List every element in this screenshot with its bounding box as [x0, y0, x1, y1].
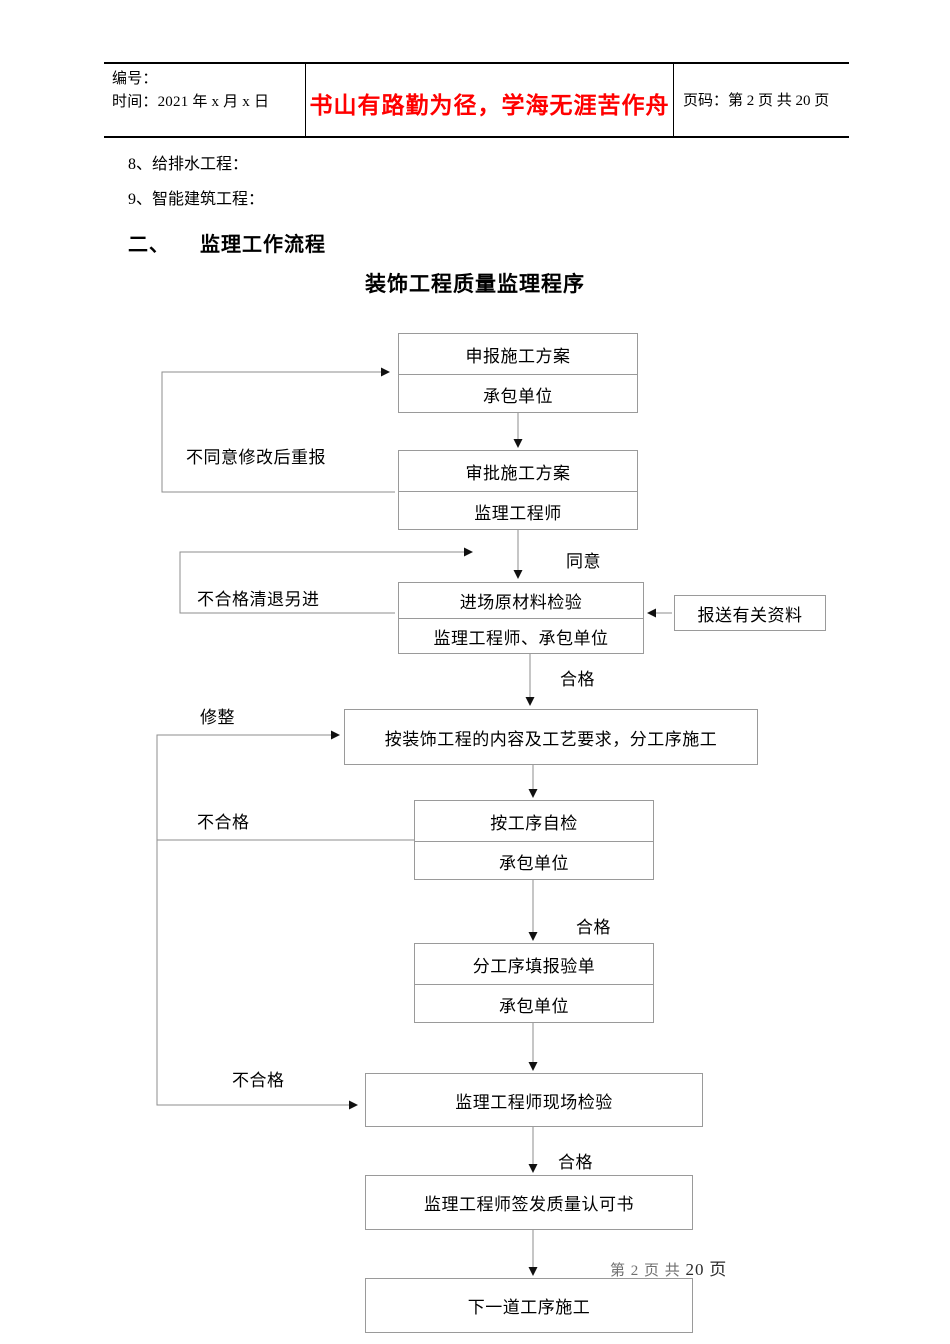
flow-box-submit-plan-actor: 承包单位 — [399, 374, 637, 413]
flow-box-self-check-actor: 承包单位 — [415, 841, 653, 880]
flowchart-title: 装饰工程质量监理程序 — [365, 273, 585, 296]
flow-box-quality-certificate-title: 监理工程师签发质量认可书 — [424, 1195, 634, 1214]
flow-box-material-inspection-title: 进场原材料检验 — [459, 593, 583, 612]
header-divider-right — [673, 64, 674, 136]
flow-label-reject-material: 不合格清退另进 — [197, 590, 320, 609]
page-footer-unit: 页 — [709, 1260, 728, 1279]
flow-label-qualified-3: 合格 — [558, 1153, 593, 1172]
section-title: 监理工作流程 — [200, 234, 326, 256]
header-number-label: 编号： — [112, 71, 158, 87]
header-page-number: 页码：第 2 页 共 20 页 — [683, 93, 830, 109]
flow-box-inspection-form-title: 分工序填报验单 — [472, 956, 596, 976]
flow-box-site-inspection-title: 监理工程师现场检验 — [455, 1092, 613, 1112]
flow-box-submit-plan: 申报施工方案 承包单位 — [398, 333, 638, 413]
page-footer-watermark: 第 2 页 共 20 页 — [610, 1255, 727, 1280]
flow-label-unqualified-1: 不合格 — [197, 813, 250, 832]
flow-box-approve-plan-title: 审批施工方案 — [465, 463, 571, 483]
header-divider-left — [305, 64, 306, 136]
flow-box-site-inspection: 监理工程师现场检验 — [365, 1073, 703, 1127]
header-cell-document-info: 编号： 时间：2021 年 x 月 x 日 — [112, 68, 302, 114]
flow-label-qualified-1: 合格 — [560, 670, 595, 689]
flow-box-inspection-form-actor: 承包单位 — [415, 984, 653, 1023]
flow-box-submit-documents-title: 报送有关资料 — [697, 605, 803, 625]
page-footer-text: 第 2 页 共 — [610, 1263, 681, 1279]
flow-box-next-process-title: 下一道工序施工 — [467, 1298, 591, 1317]
header-date-label: 时间：2021 年 x 月 x 日 — [112, 94, 270, 110]
flow-box-submit-plan-title: 申报施工方案 — [465, 346, 571, 366]
section-heading: 二、 监理工作流程 — [128, 228, 326, 257]
header-bottom-rule — [104, 136, 849, 138]
flow-box-construction-by-process: 按装饰工程的内容及工艺要求，分工序施工 — [344, 709, 758, 765]
flow-label-reject-resubmit: 不同意修改后重报 — [186, 448, 326, 467]
list-item-9: 9、智能建筑工程： — [128, 191, 265, 208]
flow-box-self-check: 按工序自检 承包单位 — [414, 800, 654, 880]
header-motto: 书山有路勤为径，学海无涯苦作舟 — [309, 93, 670, 118]
flow-box-approve-plan-actor: 监理工程师 — [399, 491, 637, 530]
section-number: 二、 — [128, 234, 170, 256]
flow-box-inspection-form: 分工序填报验单 承包单位 — [414, 943, 654, 1023]
page-footer-total: 20 — [685, 1260, 705, 1279]
flow-label-unqualified-2: 不合格 — [232, 1071, 285, 1090]
flow-box-self-check-title: 按工序自检 — [490, 813, 578, 833]
flow-label-agree: 同意 — [566, 552, 601, 571]
flow-label-repair: 修整 — [200, 708, 235, 727]
flow-box-next-process: 下一道工序施工 — [365, 1278, 693, 1333]
list-item-8: 8、给排水工程： — [128, 156, 249, 173]
flow-label-qualified-2: 合格 — [576, 918, 611, 937]
header-top-rule — [104, 62, 849, 64]
flow-box-approve-plan: 审批施工方案 监理工程师 — [398, 450, 638, 530]
flow-box-construction-by-process-title: 按装饰工程的内容及工艺要求，分工序施工 — [384, 729, 718, 749]
flow-box-quality-certificate: 监理工程师签发质量认可书 — [365, 1175, 693, 1230]
flow-box-submit-documents: 报送有关资料 — [674, 595, 826, 631]
flow-box-material-inspection: 进场原材料检验 监理工程师、承包单位 — [398, 582, 644, 654]
flow-box-material-inspection-actor: 监理工程师、承包单位 — [399, 618, 643, 654]
